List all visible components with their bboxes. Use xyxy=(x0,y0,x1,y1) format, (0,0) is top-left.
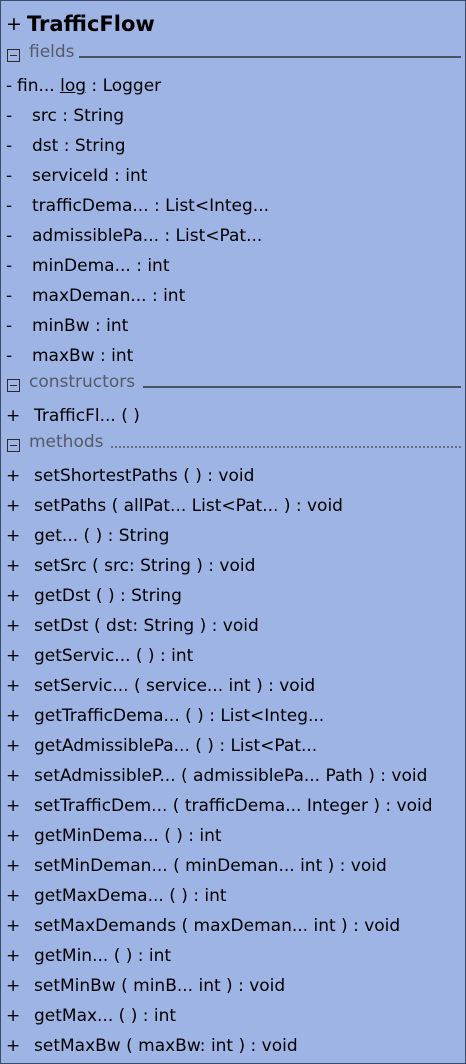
method-row-text: getMin... ( ) : int xyxy=(34,946,172,966)
visibility-marker: + xyxy=(6,916,21,936)
visibility-marker: + xyxy=(6,976,21,996)
field-row-text: trafficDema... : List<Integ... xyxy=(32,196,270,216)
visibility-marker: - xyxy=(6,136,13,156)
method-row-text: getTrafficDema... ( ) : List<Integ... xyxy=(34,706,325,726)
class-visibility: + xyxy=(6,13,22,35)
visibility-marker: + xyxy=(6,526,21,546)
field-row-text: maxBw : int xyxy=(32,346,134,366)
section-divider xyxy=(143,386,461,388)
visibility-marker: + xyxy=(6,796,21,816)
methods-label: methods xyxy=(29,432,104,452)
collapse-toggle-icon[interactable] xyxy=(7,439,20,452)
visibility-marker: + xyxy=(6,496,21,516)
fields-section-header[interactable]: fields xyxy=(1,42,465,68)
method-row-text: getMinDema... ( ) : int xyxy=(34,826,222,846)
method-row-text: setAdmissibleP... ( admissiblePa... Path… xyxy=(34,766,428,786)
class-name[interactable]: TrafficFlow xyxy=(27,12,155,36)
collapse-toggle-icon[interactable] xyxy=(7,379,20,392)
constructors-label: constructors xyxy=(29,372,136,392)
visibility-marker: + xyxy=(6,946,21,966)
method-row-text: setMaxBw ( maxBw: int ) : void xyxy=(34,1036,298,1056)
visibility-marker: + xyxy=(6,676,21,696)
visibility-marker: + xyxy=(6,646,21,666)
constructors-section-header[interactable]: constructors xyxy=(1,372,465,398)
visibility-marker: + xyxy=(6,1036,21,1056)
field-row-text: minBw : int xyxy=(32,316,129,336)
visibility-marker: + xyxy=(6,856,21,876)
visibility-marker: - xyxy=(6,256,13,276)
visibility-marker: + xyxy=(6,556,21,576)
method-row-text: get... ( ) : String xyxy=(34,526,170,546)
field-row-text: src : String xyxy=(32,106,125,126)
method-row-text: getServic... ( ) : int xyxy=(34,646,194,666)
section-divider xyxy=(111,446,461,448)
method-row-text: setServic... ( service... int ) : void xyxy=(34,676,316,696)
method-row-text: getMaxDema... ( ) : int xyxy=(34,886,227,906)
field-row-text: fin... log : Logger xyxy=(17,76,162,96)
static-field-name: log xyxy=(60,76,87,96)
visibility-marker: + xyxy=(6,736,21,756)
method-row-text: getMax... ( ) : int xyxy=(34,1006,177,1026)
visibility-marker: + xyxy=(6,406,21,426)
visibility-marker: + xyxy=(6,766,21,786)
visibility-marker: - xyxy=(6,106,13,126)
field-row-text: admissiblePa... : List<Pat... xyxy=(32,226,263,246)
method-row-text: setTrafficDem... ( trafficDema... Intege… xyxy=(34,796,433,816)
method-row-text: setDst ( dst: String ) : void xyxy=(34,616,259,636)
visibility-marker: + xyxy=(6,586,21,606)
method-row-text: setShortestPaths ( ) : void xyxy=(34,466,255,486)
method-row-text: setMinBw ( minB... int ) : void xyxy=(34,976,286,996)
method-row-text: getAdmissiblePa... ( ) : List<Pat... xyxy=(34,736,318,756)
visibility-marker: - xyxy=(6,166,13,186)
visibility-marker: + xyxy=(6,826,21,846)
method-row-text: getDst ( ) : String xyxy=(34,586,182,606)
visibility-marker: + xyxy=(6,706,21,726)
field-row-text: minDema... : int xyxy=(32,256,170,276)
section-divider xyxy=(79,56,461,58)
visibility-marker: + xyxy=(6,886,21,906)
visibility-marker: - xyxy=(6,226,13,246)
visibility-marker: + xyxy=(6,1006,21,1026)
field-row-text: dst : String xyxy=(32,136,126,156)
methods-section-header[interactable]: methods xyxy=(1,432,465,458)
fields-label: fields xyxy=(29,42,75,62)
visibility-marker: - xyxy=(6,286,13,306)
collapse-toggle-icon[interactable] xyxy=(7,49,20,62)
visibility-marker: + xyxy=(6,616,21,636)
constructor-row-text: TrafficFl... ( ) xyxy=(34,406,140,426)
visibility-marker: - xyxy=(6,316,13,336)
field-row-text: maxDeman... : int xyxy=(32,286,186,306)
visibility-marker: - xyxy=(6,196,13,216)
method-row-text: setMinDeman... ( minDeman... int ) : voi… xyxy=(34,856,387,876)
visibility-marker: - xyxy=(6,76,13,96)
field-row-text: serviceId : int xyxy=(32,166,148,186)
visibility-marker: - xyxy=(6,346,13,366)
method-row-text: setSrc ( src: String ) : void xyxy=(34,556,256,576)
visibility-marker: + xyxy=(6,466,21,486)
method-row-text: setMaxDemands ( maxDeman... int ) : void xyxy=(34,916,401,936)
method-row-text: setPaths ( allPat... List<Pat... ) : voi… xyxy=(34,496,343,516)
